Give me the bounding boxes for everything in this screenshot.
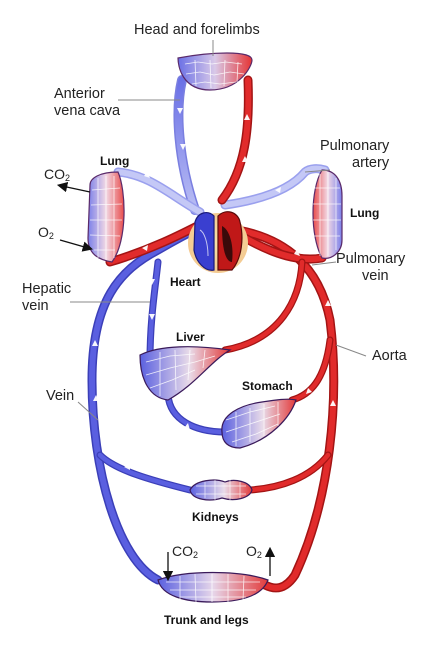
- label-liver: Liver: [176, 330, 205, 344]
- stomach-capillary-bed: [221, 398, 297, 449]
- flow-arrows: [92, 108, 336, 555]
- head-capillary-bed: [177, 52, 253, 91]
- label-co2-trunk: CO2: [172, 543, 199, 560]
- label-hepatic-vein-line2: vein: [22, 298, 49, 314]
- label-pulmonary-artery-line1: Pulmonary: [320, 138, 390, 154]
- label-lung-right: Lung: [350, 206, 380, 220]
- left-lung-capillary-bed: [87, 171, 125, 263]
- label-o2-trunk: O2: [246, 543, 262, 560]
- co2-lung-arrow: [56, 182, 91, 193]
- label-head: Head and forelimbs: [134, 22, 260, 38]
- kidney-artery: [246, 451, 332, 494]
- label-kidneys: Kidneys: [192, 510, 239, 524]
- heart: [188, 211, 248, 273]
- label-hepatic-vein-line1: Hepatic: [22, 281, 72, 297]
- gas-arrows: [56, 182, 276, 582]
- label-trunk-and-legs: Trunk and legs: [164, 613, 249, 627]
- label-pulmonary-artery-line2: artery: [352, 155, 390, 171]
- label-co2-lung: CO2: [44, 166, 71, 183]
- label-heart: Heart: [170, 275, 201, 289]
- label-anterior-vena-cava-line2: vena cava: [54, 103, 121, 119]
- kidney-capillary-bed: [189, 479, 253, 501]
- label-lung-left: Lung: [100, 154, 130, 168]
- label-anterior-vena-cava-line1: Anterior: [54, 86, 105, 102]
- trunk-capillary-bed: [157, 571, 269, 603]
- label-aorta: Aorta: [372, 348, 407, 364]
- leader-lines: [70, 40, 367, 421]
- label-vein: Vein: [46, 388, 75, 404]
- liver-capillary-bed: [139, 346, 232, 401]
- right-lung-capillary-bed: [312, 169, 343, 259]
- label-stomach: Stomach: [242, 379, 293, 393]
- label-pulmonary-vein-line1: Pulmonary: [336, 251, 406, 267]
- o2-lung-arrow: [59, 239, 93, 252]
- label-o2-lung: O2: [38, 224, 54, 241]
- label-pulmonary-vein-line2: vein: [362, 268, 389, 284]
- oxygenated-vessels: [105, 75, 339, 593]
